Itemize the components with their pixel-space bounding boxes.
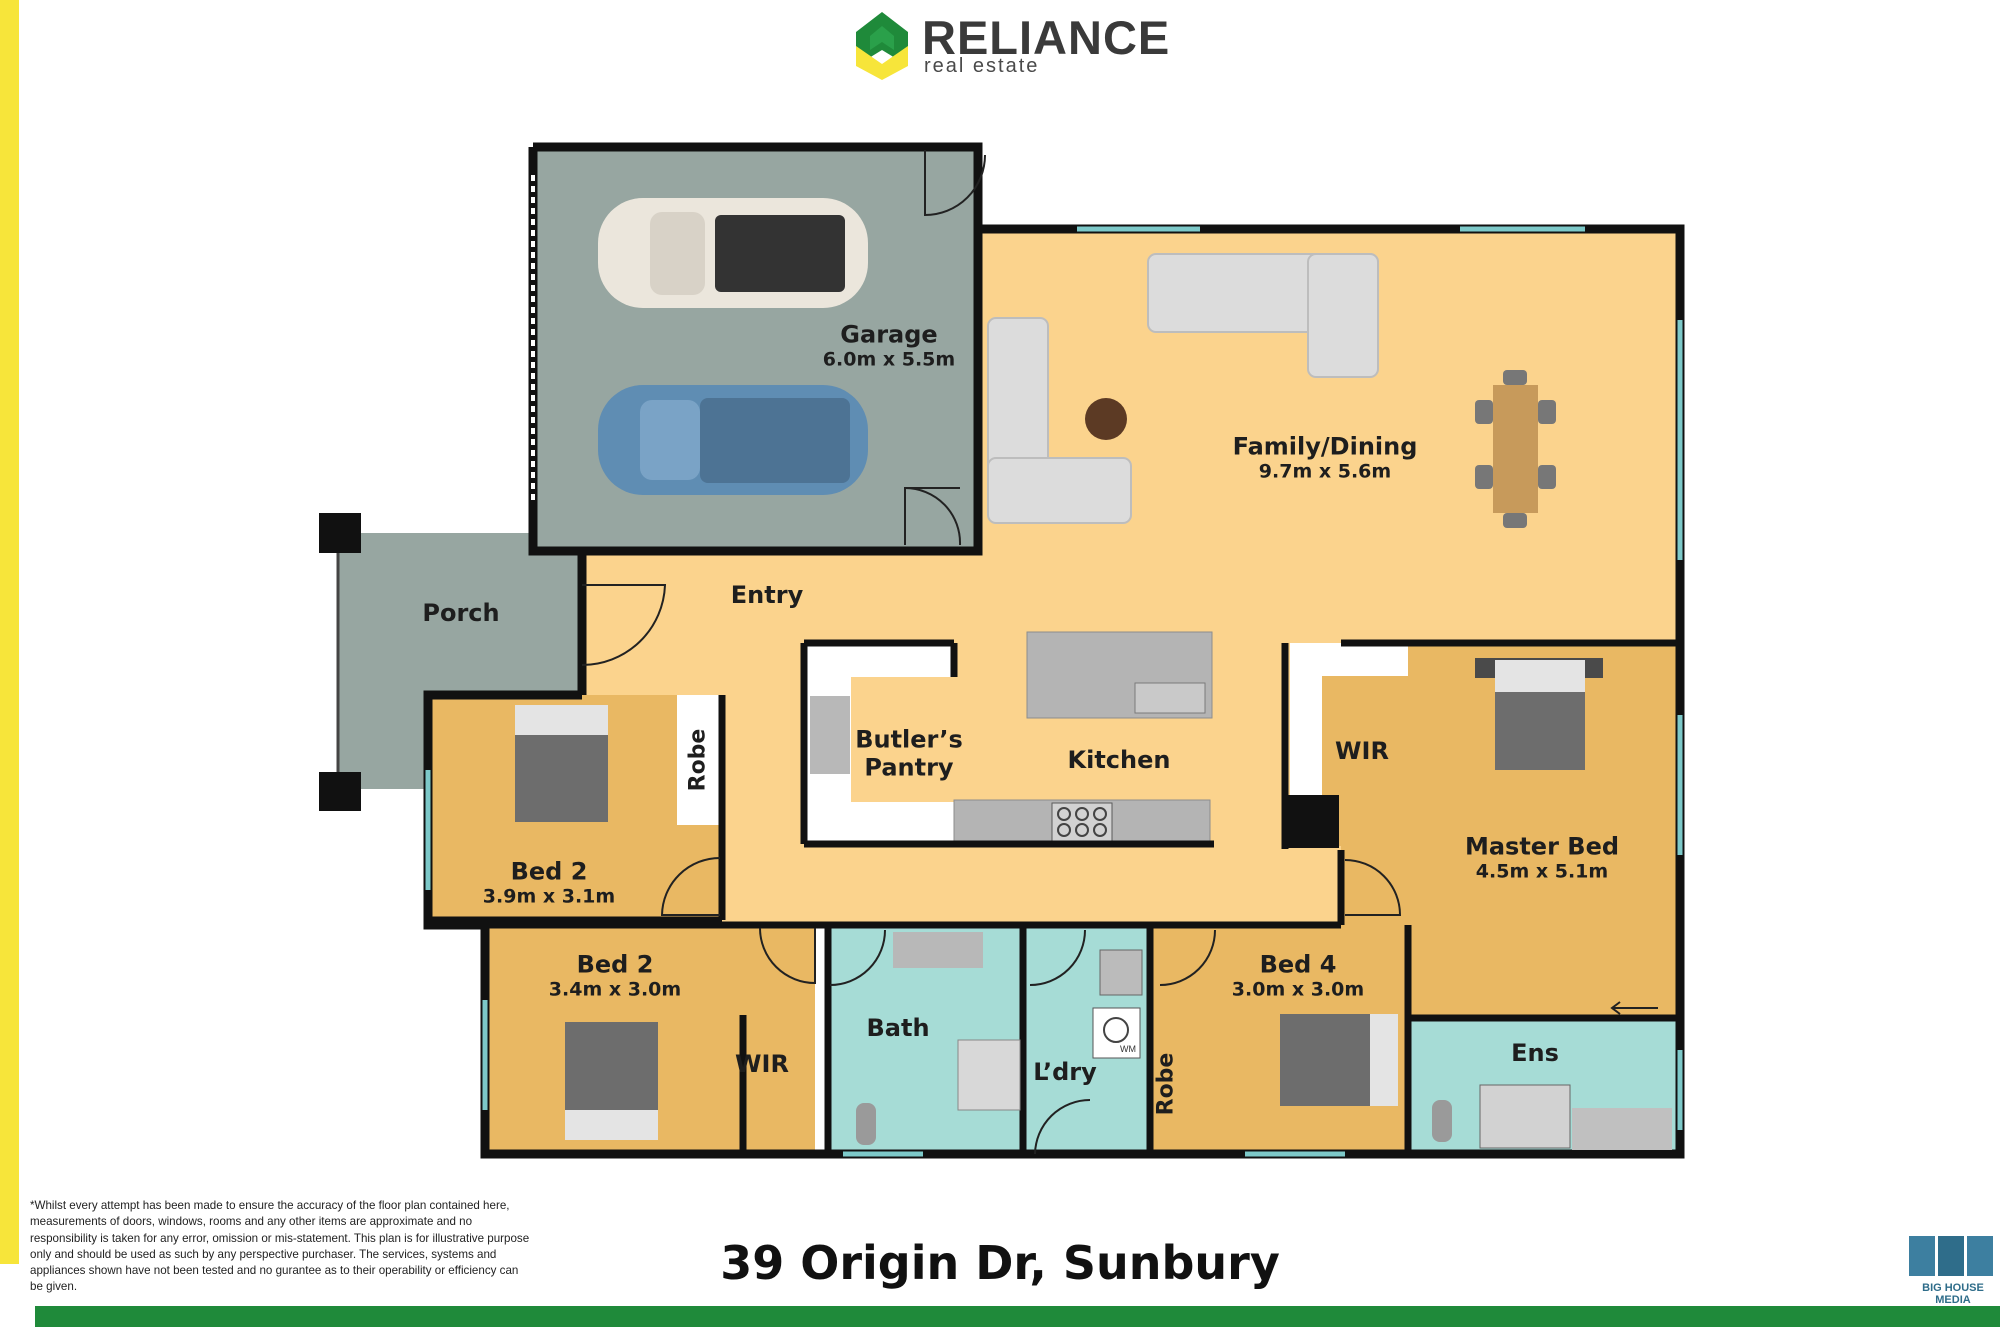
room-label-master: Master Bed 4.5m x 5.1m — [1464, 832, 1620, 883]
windows — [425, 226, 1683, 1157]
property-address: 39 Origin Dr, Sunbury — [720, 1236, 1280, 1290]
cooktop-burner — [1093, 807, 1107, 821]
room-label-laundry: L’dry — [1033, 1057, 1097, 1086]
green-accent-bar — [35, 1306, 2000, 1327]
dining-table-icon — [1475, 370, 1556, 528]
room-label-robe-bed4: Robe — [1153, 1052, 1179, 1116]
room-label-robe-bed2: Robe — [685, 728, 711, 792]
car-icon — [598, 385, 868, 495]
room-label-porch: Porch — [422, 598, 500, 627]
toilet-icon — [856, 1103, 876, 1145]
bed-icon — [515, 705, 608, 822]
cooktop-burner — [1075, 807, 1089, 821]
pantry-fridge — [810, 696, 850, 774]
ensuite-shower — [1479, 1084, 1571, 1149]
brand-tagline: real estate — [924, 55, 1040, 77]
laundry-trough — [1099, 949, 1143, 996]
washer — [1092, 1007, 1141, 1059]
hall-floor-lower — [723, 853, 1341, 926]
bed-icon — [1280, 1014, 1398, 1106]
partner-name: BIG HOUSE MEDIA — [1922, 1282, 1984, 1306]
room-label-bed4: Bed 4 3.0m x 3.0m — [1231, 950, 1365, 1001]
disclaimer-text: *Whilst every attempt has been made to e… — [30, 1199, 530, 1294]
toilet-icon — [1432, 1100, 1452, 1142]
cooktop-burner — [1075, 823, 1089, 837]
room-label-wir-master: WIR — [1335, 736, 1389, 765]
ensuite-vanity — [1572, 1108, 1672, 1150]
interior-walls — [428, 639, 1680, 1154]
room-label-bed2b: Bed 2 3.4m x 3.0m — [548, 950, 682, 1001]
room-label-bed2a: Bed 2 3.9m x 3.1m — [482, 857, 616, 908]
room-label-entry: Entry — [730, 580, 804, 609]
island-sink — [1134, 682, 1206, 714]
wir-master-side — [1290, 676, 1322, 798]
bed-icon — [565, 1022, 658, 1140]
washer-drum — [1103, 1017, 1129, 1043]
porch-pillar — [319, 513, 361, 553]
bhm-letter: M — [1973, 28, 1983, 42]
wir-master-top — [1290, 643, 1408, 676]
coffee-table — [1085, 398, 1127, 440]
cooktop-burner — [1057, 807, 1071, 821]
vanity — [893, 932, 983, 968]
yellow-accent-bar — [0, 0, 19, 1264]
bed-icon — [1475, 658, 1603, 770]
shower — [957, 1039, 1021, 1111]
room-label-family: Family/Dining 9.7m x 5.6m — [1232, 432, 1418, 483]
room-label-garage: Garage 6.0m x 5.5m — [822, 320, 956, 371]
robe-bed2a-floor — [677, 695, 722, 825]
wir-bed2b-floor — [743, 1015, 815, 1150]
wir-master-dark-block — [1285, 795, 1339, 848]
bhm-letter: B — [1917, 28, 1926, 42]
brand-name: RELIANCE — [922, 11, 1171, 64]
room-label-butlers-pantry: Butler’s Pantry — [855, 725, 963, 782]
room-label-ensuite: Ens — [1511, 1038, 1559, 1067]
door-swings — [581, 150, 1658, 1155]
washer-label: WM — [1120, 1044, 1136, 1054]
room-label-wir-bed2: WIR — [735, 1049, 789, 1078]
cooktop-burner — [1057, 823, 1071, 837]
reliance-logo-icon — [856, 12, 908, 80]
room-label-kitchen: Kitchen — [1067, 745, 1171, 774]
big-house-media-logo-icon — [1909, 1236, 1993, 1276]
porch-pillar — [319, 772, 361, 811]
sofa-icon — [987, 253, 1379, 524]
car-icon — [598, 198, 868, 308]
butlers-pantry-inner — [851, 677, 954, 802]
cooktop-burner — [1093, 823, 1107, 837]
master-floor-lower — [1400, 916, 1680, 1016]
bhm-letter: H — [1945, 28, 1954, 42]
room-label-bath: Bath — [866, 1013, 930, 1042]
